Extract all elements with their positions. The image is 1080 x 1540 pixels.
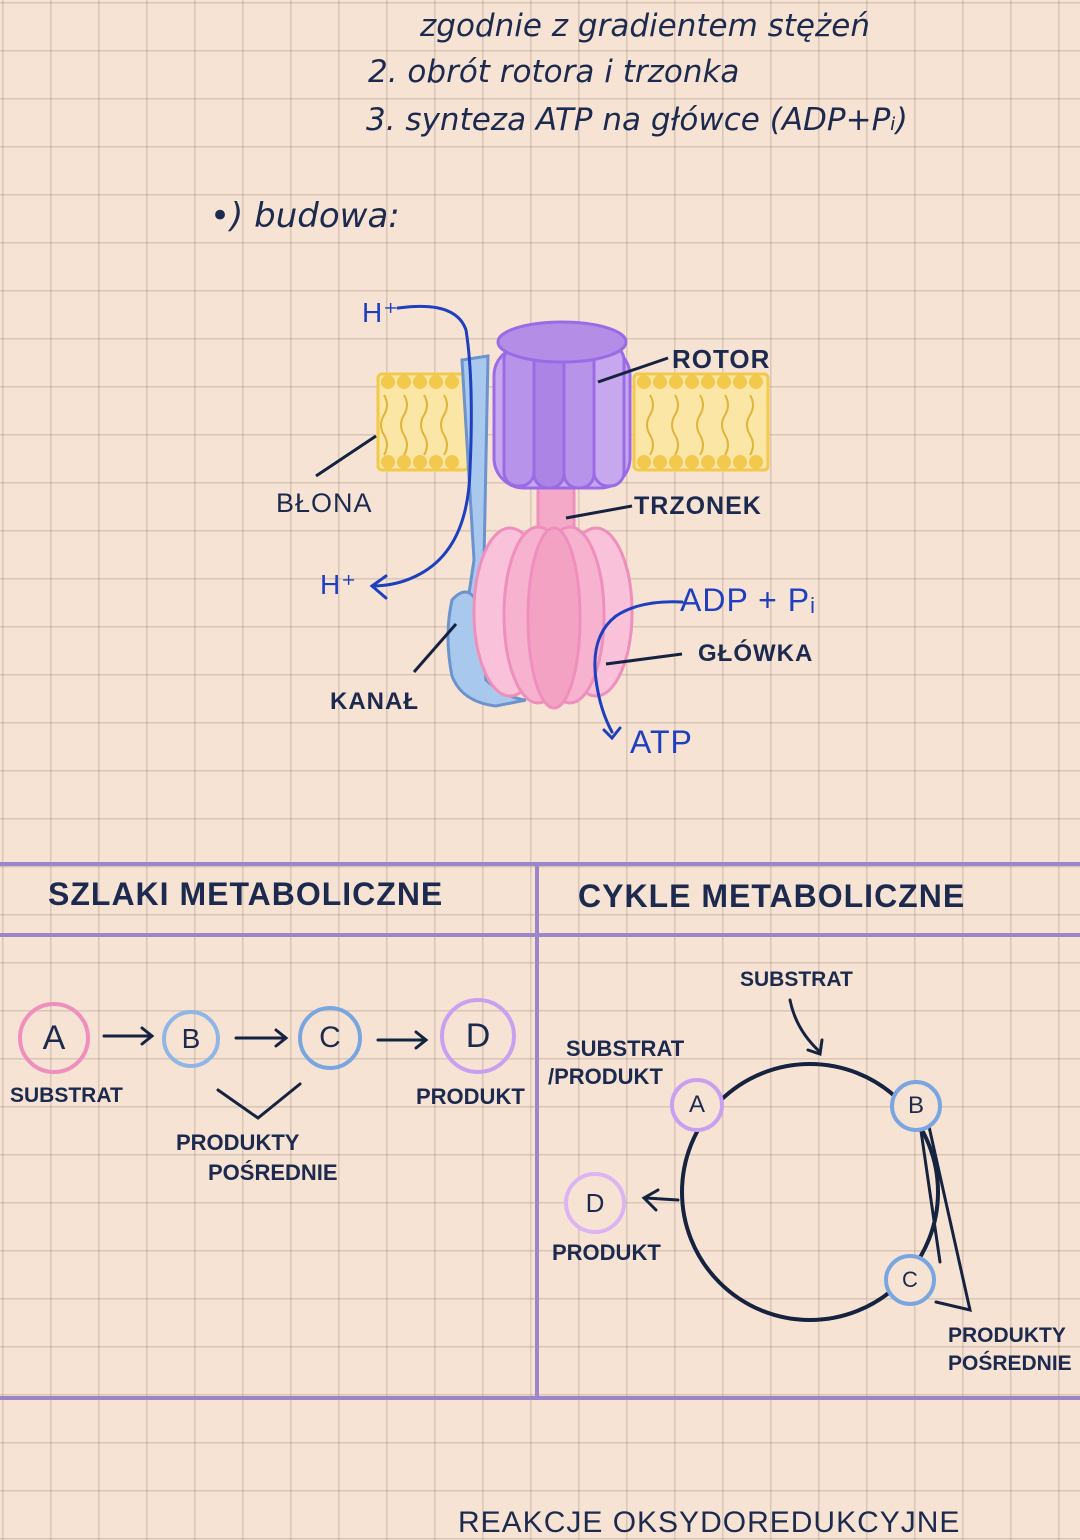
cycle-node-b: B bbox=[890, 1080, 942, 1132]
note-line-1: zgodnie z gradientem stężeń bbox=[420, 8, 870, 44]
membrane-left bbox=[376, 372, 470, 472]
cykle-title: CYKLE METABOLICZNE bbox=[578, 878, 966, 914]
label-rotor: ROTOR bbox=[672, 344, 771, 374]
pathway-node-d: D bbox=[440, 998, 516, 1074]
divider-top bbox=[0, 862, 1080, 866]
pathway-node-c: C bbox=[298, 1006, 362, 1070]
cycle-node-a: A bbox=[670, 1078, 724, 1132]
divider-vertical bbox=[535, 862, 539, 1400]
note-line-2: 2. obrót rotora i trzonka bbox=[368, 54, 740, 90]
cycle-node-c: C bbox=[884, 1254, 936, 1306]
cycle-posrednie-2: POŚREDNIE bbox=[948, 1352, 1072, 1375]
szlaki-title: SZLAKI METABOLICZNE bbox=[48, 876, 444, 912]
cycle-posrednie-1: PRODUKTY bbox=[948, 1324, 1066, 1347]
label-glowka: GŁÓWKA bbox=[698, 640, 814, 667]
divider-bottom bbox=[0, 1396, 1080, 1400]
budowa-heading: •) budowa: bbox=[210, 196, 400, 236]
cycle-substrat-produkt-2: /PRODUKT bbox=[548, 1064, 663, 1089]
cycle-substrat-top: SUBSTRAT bbox=[740, 968, 853, 991]
cycle-node-d: D bbox=[564, 1172, 626, 1234]
label-h-bottom: H⁺ bbox=[320, 569, 357, 600]
pathway-posrednie-1: PRODUKTY bbox=[176, 1130, 300, 1155]
label-atp: ATP bbox=[630, 724, 693, 760]
divider-header bbox=[0, 933, 1080, 937]
cycle-produkt-label: PRODUKT bbox=[552, 1240, 661, 1265]
pathway-node-a: A bbox=[18, 1002, 90, 1074]
pathway-posrednie-2: POŚREDNIE bbox=[208, 1160, 338, 1185]
next-section-heading: REAKCJE OKSYDOREDUKCYJNE bbox=[458, 1506, 961, 1539]
label-adp: ADP + Pᵢ bbox=[680, 582, 817, 618]
label-kanal: KANAŁ bbox=[330, 688, 419, 715]
cycle-substrat-produkt-1: SUBSTRAT bbox=[566, 1036, 685, 1061]
membrane-right bbox=[632, 372, 770, 472]
pathway-produkt-label: PRODUKT bbox=[416, 1084, 525, 1109]
label-blona: BŁONA bbox=[276, 488, 373, 518]
pathway-node-b: B bbox=[162, 1010, 220, 1068]
pathway-substrat-label: SUBSTRAT bbox=[10, 1084, 123, 1107]
label-trzonek: TRZONEK bbox=[634, 492, 762, 520]
head-glowka bbox=[472, 525, 634, 710]
label-h-top: H⁺ bbox=[362, 297, 399, 328]
rotor bbox=[492, 320, 632, 490]
note-line-3: 3. synteza ATP na główce (ADP+Pᵢ) bbox=[366, 102, 908, 138]
